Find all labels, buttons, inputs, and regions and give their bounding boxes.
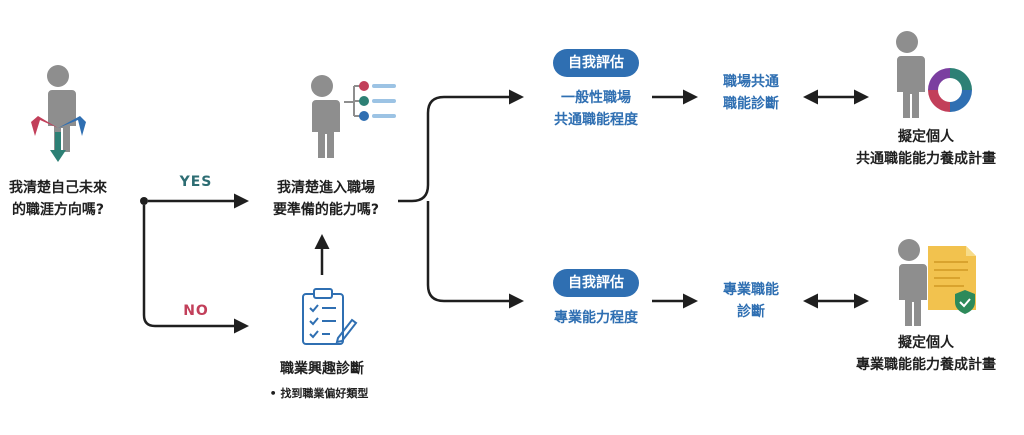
start-question-line1: 我清楚自己未來	[9, 180, 107, 196]
interest-bullet: •	[269, 387, 277, 400]
start-question: 我清楚自己未來 的職涯方向嗎?	[4, 177, 112, 221]
bottom-diag-line2: 診斷	[737, 304, 765, 320]
top-self-assess-badge: 自我評估	[553, 49, 639, 77]
yes-label: YES	[179, 174, 213, 190]
middle-question: 我清楚進入職場 要準備的能力嗎?	[256, 177, 396, 221]
bottom-plan-line1: 擬定個人	[898, 335, 954, 351]
top-plan-line1: 擬定個人	[898, 129, 954, 145]
top-diag-line1: 職場共通	[723, 74, 779, 90]
middle-question-line1: 我清楚進入職場	[277, 180, 375, 196]
interest-note-text: 找到職業偏好類型	[280, 387, 369, 400]
no-label: NO	[183, 303, 209, 319]
top-diag-line2: 職能診斷	[723, 96, 779, 112]
bottom-plan-line2: 專業職能能力養成計畫	[856, 357, 996, 373]
middle-question-line2: 要準備的能力嗎?	[272, 202, 380, 218]
top-diagnosis-text: 職場共通 職能診斷	[706, 71, 796, 115]
clipboard-checklist-icon	[302, 288, 358, 345]
interest-note: • 找到職業偏好類型	[254, 385, 384, 401]
branch-dot	[140, 197, 148, 205]
person-donut-chart-icon	[893, 31, 972, 118]
split-bottom-arrow	[426, 201, 524, 309]
top-assess-text: 一般性職場 共通職能程度	[536, 87, 656, 131]
bottom-assess-text: 專業能力程度	[554, 310, 638, 326]
no-arrow	[142, 205, 249, 334]
bottom-plan-text: 擬定個人 專業職能能力養成計畫	[834, 332, 1018, 376]
start-question-line2: 的職涯方向嗎?	[11, 202, 105, 218]
top-assess-line1: 一般性職場	[561, 90, 631, 106]
top-assess-line2: 共通職能程度	[554, 112, 638, 128]
person-certificate-icon	[895, 239, 976, 326]
bottom-diagnosis-text: 專業職能 診斷	[706, 279, 796, 323]
top-plan-text: 擬定個人 共通職能能力養成計畫	[834, 126, 1018, 170]
person-crossroads-icon	[31, 65, 86, 162]
split-top-arrow	[398, 89, 524, 203]
top-plan-line2: 共通職能能力養成計畫	[856, 151, 996, 167]
person-options-icon	[308, 75, 396, 158]
bottom-self-assess-badge: 自我評估	[553, 269, 639, 297]
bottom-diag-line1: 專業職能	[723, 282, 779, 298]
connectors	[140, 89, 869, 334]
interest-title: 職業興趣診斷	[280, 361, 364, 377]
